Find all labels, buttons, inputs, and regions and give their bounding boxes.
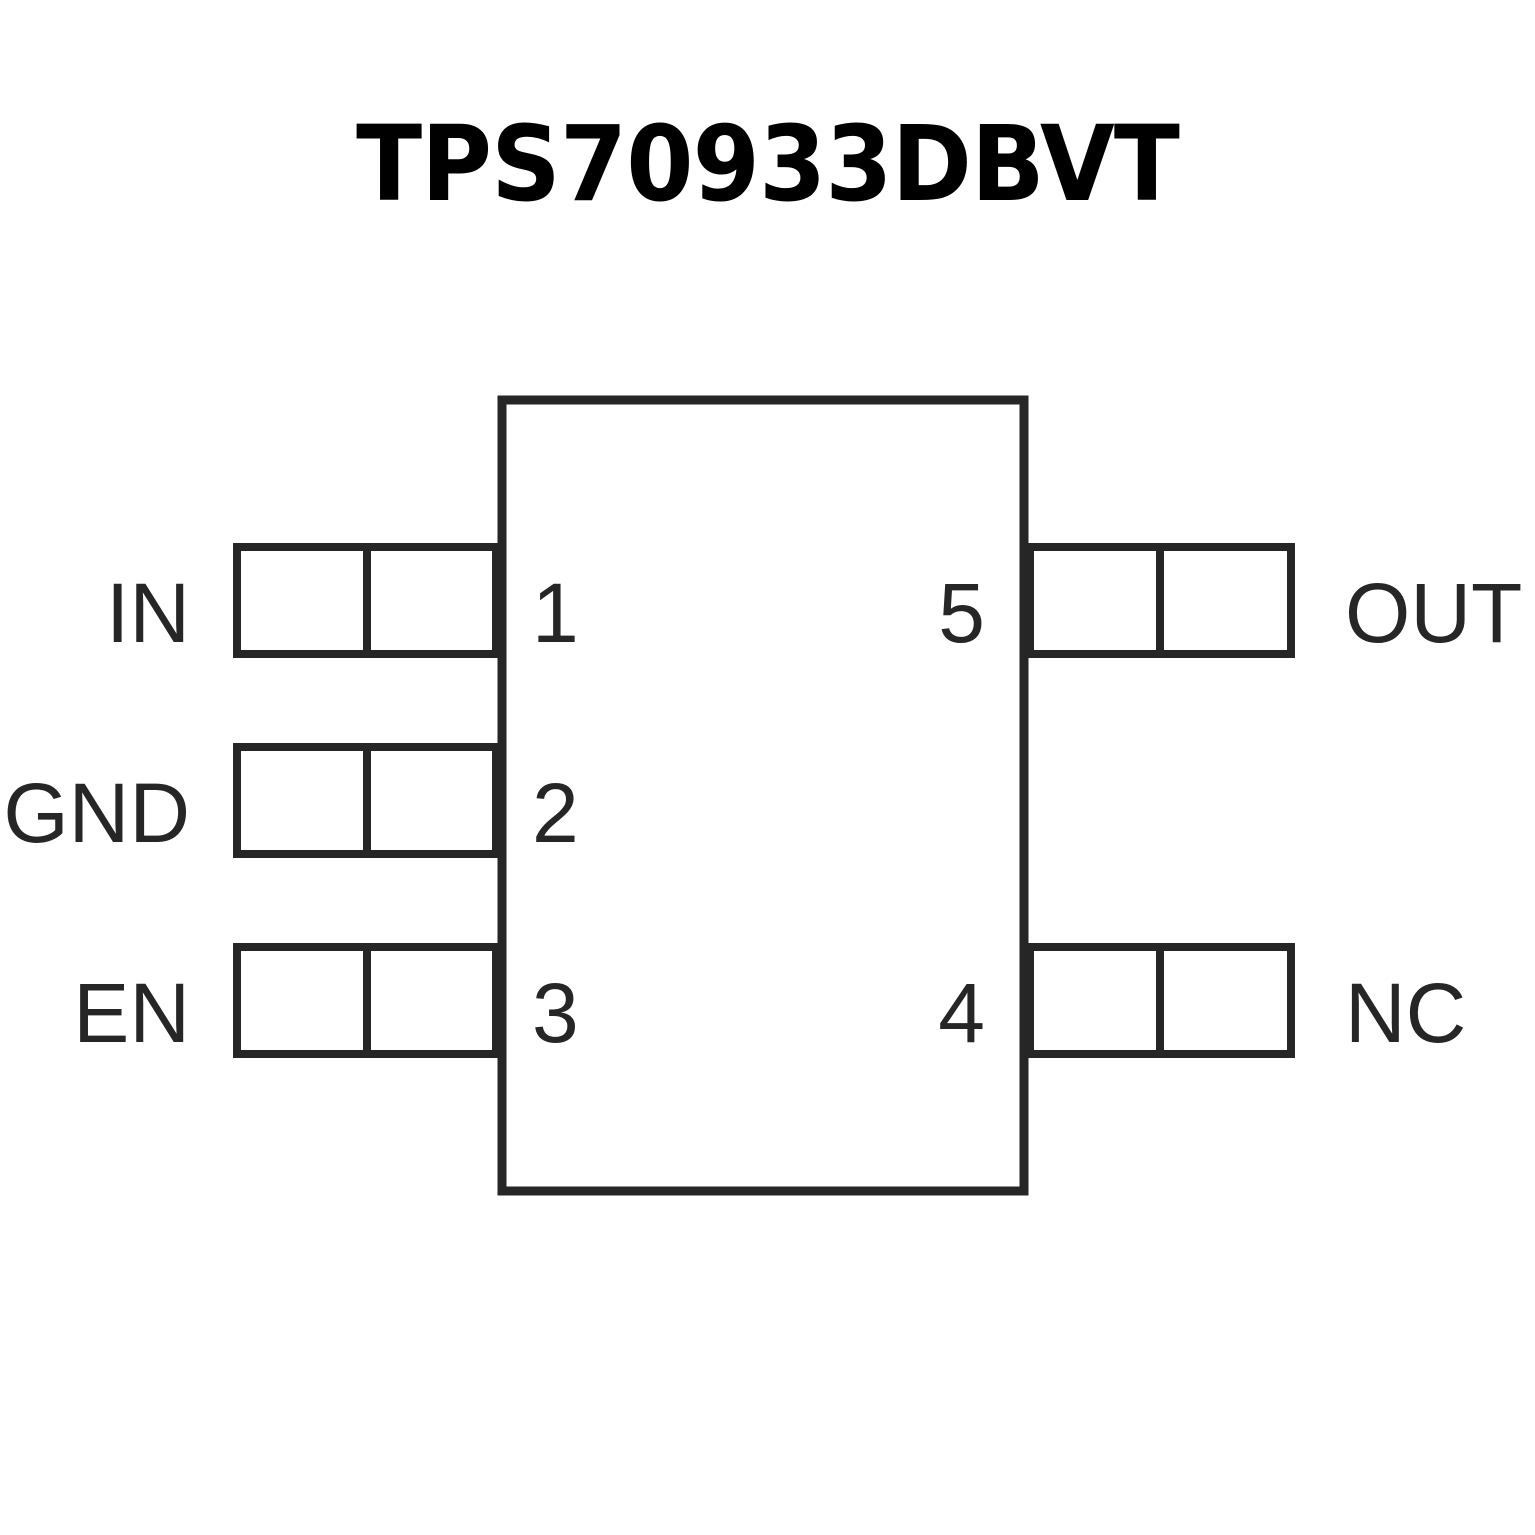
package-body-outline [497, 395, 1029, 1196]
pin-label-out: OUT [1345, 566, 1523, 660]
pin-number-5: 5 [938, 566, 985, 660]
pin-number-2: 2 [532, 766, 579, 860]
pin-lead-4 [1026, 943, 1295, 1058]
package-pins-left [233, 543, 500, 1058]
pin-label-nc: NC [1345, 966, 1467, 1060]
pin-lead-5 [1026, 543, 1295, 658]
package-pins-right [1026, 543, 1295, 1058]
pin-number-1: 1 [532, 566, 579, 660]
pin-label-en: EN [73, 966, 190, 1060]
page-title: TPS70933DBVT [356, 103, 1180, 225]
pin-lead-3 [233, 943, 500, 1058]
pin-lead-2 [233, 743, 500, 858]
pin-number-3: 3 [532, 966, 579, 1060]
pin-number-4: 4 [938, 966, 985, 1060]
pin-label-in: IN [106, 566, 190, 660]
pin-lead-1 [233, 543, 500, 658]
pin-label-gnd: GND [3, 766, 190, 860]
